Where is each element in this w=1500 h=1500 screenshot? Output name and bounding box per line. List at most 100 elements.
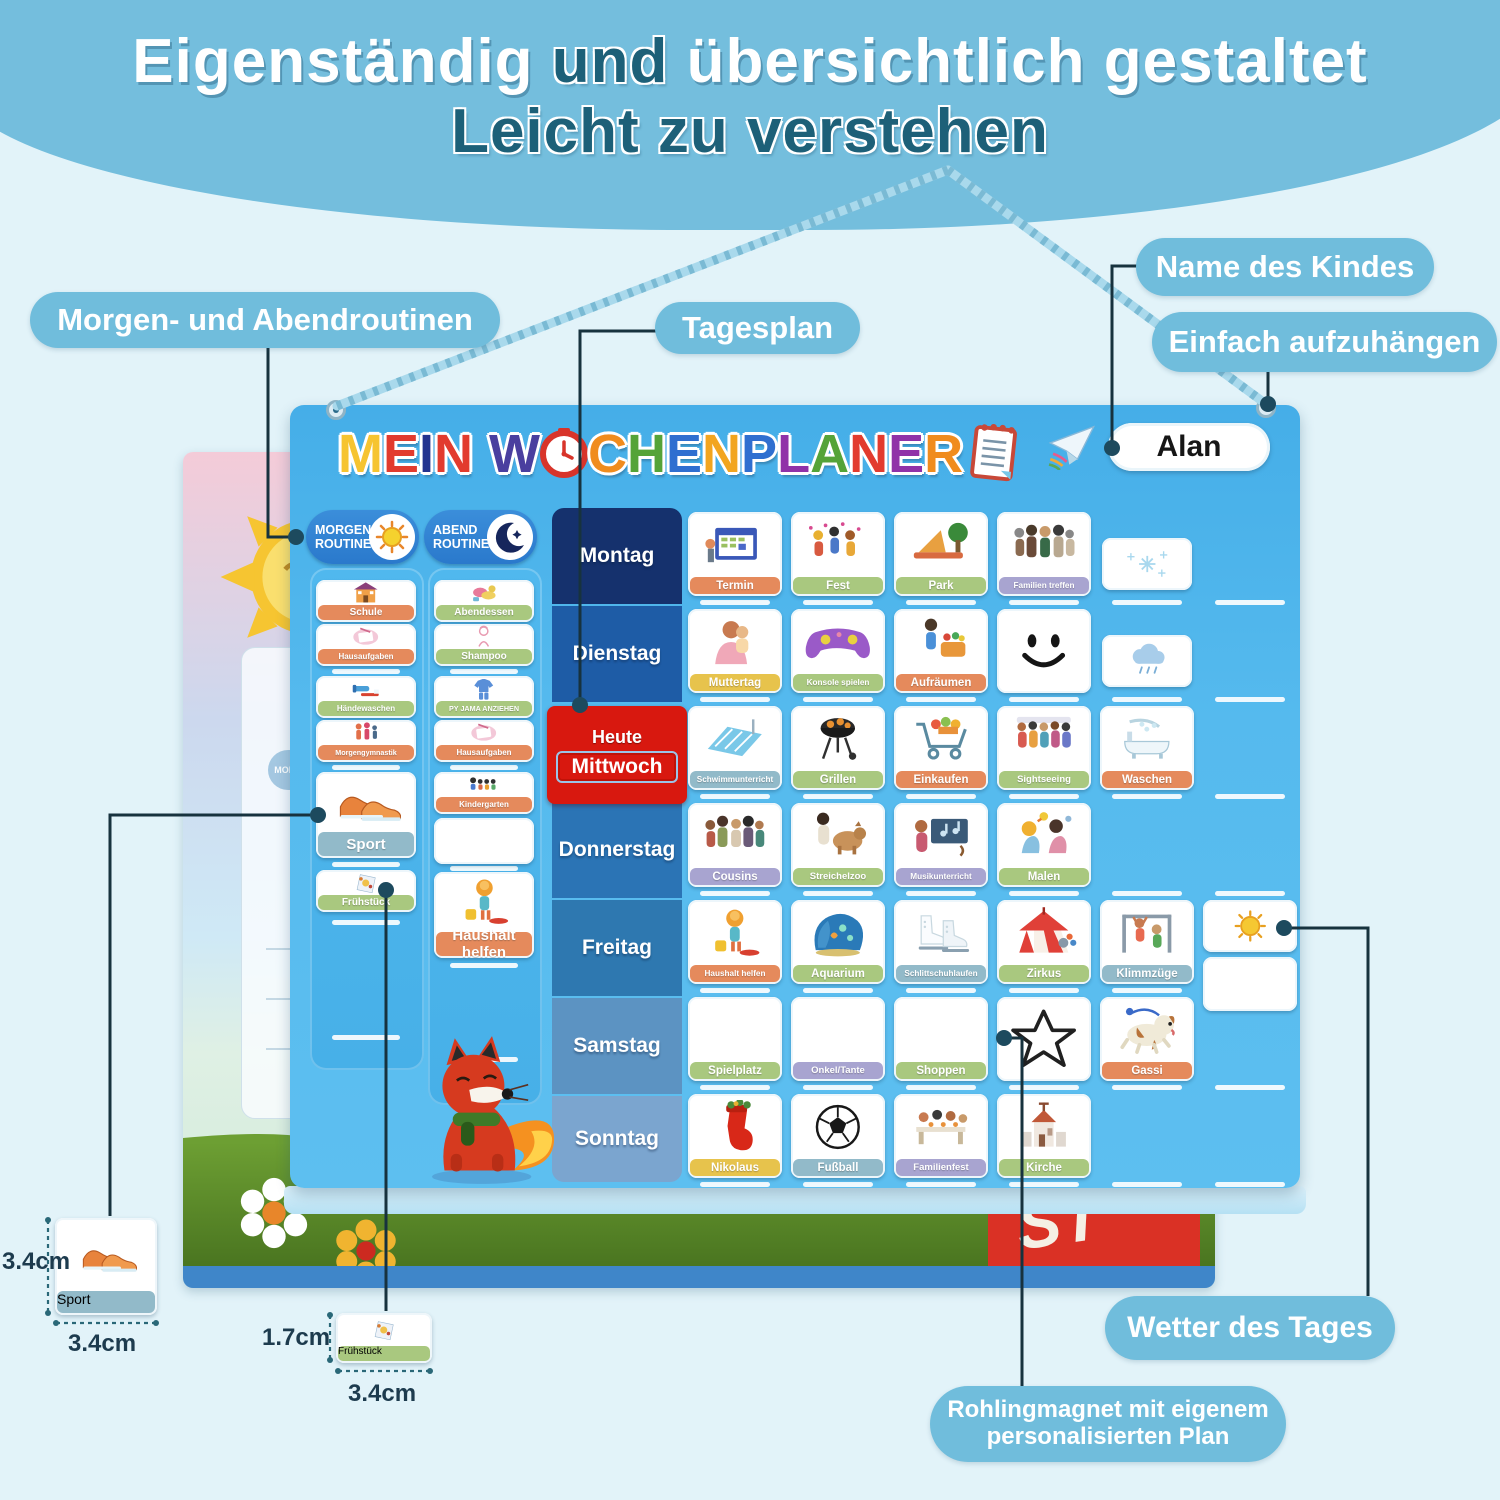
measure-height-breakfast: 1.7cm xyxy=(262,1324,331,1351)
empty-slot-marker xyxy=(1112,600,1182,605)
clock-icon xyxy=(540,426,588,483)
headline-line2: Leicht zu verstehen xyxy=(451,97,1049,166)
empty-slot-marker xyxy=(700,988,770,993)
card-illustration xyxy=(894,609,988,674)
card-label: Haushalt helfen xyxy=(436,927,532,958)
empty-slot-marker xyxy=(1215,794,1285,799)
activity-card: Familienfest xyxy=(894,1094,988,1178)
card-illustration xyxy=(997,706,1091,771)
card-label: Shoppen xyxy=(896,1062,986,1079)
card-label: Familienfest xyxy=(896,1159,986,1176)
card-illustration xyxy=(336,1313,432,1346)
empty-slot-marker xyxy=(906,794,976,799)
card-illustration xyxy=(434,772,534,797)
empty-slot-marker xyxy=(700,794,770,799)
card-illustration xyxy=(791,997,885,1062)
empty-slot-marker xyxy=(450,963,518,968)
card-label: Händewaschen xyxy=(318,701,414,716)
empty-slot-marker xyxy=(1009,600,1079,605)
card-illustration xyxy=(1100,900,1194,965)
day-label-freitag: Freitag xyxy=(552,900,682,996)
card-label: Einkaufen xyxy=(896,771,986,788)
empty-slot-marker xyxy=(803,988,873,993)
empty-slot-marker xyxy=(1112,1182,1182,1187)
sport-magnet-sample: Sport xyxy=(55,1218,157,1315)
callout-child-name: Name des Kindes xyxy=(1136,238,1434,296)
activity-card: Familien treffen xyxy=(997,512,1091,596)
activity-card: Fußball xyxy=(791,1094,885,1178)
card-illustration xyxy=(791,803,885,868)
activity-card: Aufräumen xyxy=(894,609,988,693)
card-label: Fußball xyxy=(793,1159,883,1176)
card-label: Kirche xyxy=(999,1159,1089,1176)
card-label: Aquarium xyxy=(793,965,883,982)
card-label: Nikolaus xyxy=(690,1159,780,1176)
today-day: Mittwoch xyxy=(555,751,679,783)
title-letter: W xyxy=(489,424,540,484)
empty-slot-marker xyxy=(1112,794,1182,799)
card-illustration xyxy=(791,512,885,577)
background-board-edge xyxy=(183,1266,1215,1288)
card-label: Termin xyxy=(690,577,780,594)
callout-routines: Morgen- und Abendroutinen xyxy=(30,292,500,348)
activity-card: Sightseeing xyxy=(997,706,1091,790)
routine-card: Frühstück xyxy=(316,870,416,912)
card-label: Kindergarten xyxy=(436,797,532,812)
title-letter: N xyxy=(849,424,889,484)
callout-dayplan: Tagesplan xyxy=(655,302,860,354)
title-letter: N xyxy=(434,424,474,484)
measure-height-sport: 3.4cm xyxy=(2,1248,71,1275)
card-illustration xyxy=(894,512,988,577)
empty-slot-marker xyxy=(700,1182,770,1187)
card-illustration xyxy=(434,580,534,605)
card-label: Klimmzüge xyxy=(1102,965,1192,982)
card-label: Hausaufgaben xyxy=(436,745,532,760)
empty-slot-marker xyxy=(906,697,976,702)
activity-card: Grillen xyxy=(791,706,885,790)
empty-slot-marker xyxy=(1112,1085,1182,1090)
card-illustration xyxy=(688,512,782,577)
routine-card: Morgengymnastik xyxy=(316,720,416,762)
headline-word-und: und xyxy=(551,27,669,96)
grommet-right xyxy=(1256,398,1276,418)
card-label: Aufräumen xyxy=(896,674,986,691)
card-label: Sport xyxy=(318,832,414,856)
title-letter: C xyxy=(588,424,627,484)
activity-card: Termin xyxy=(688,512,782,596)
card-illustration xyxy=(997,609,1091,693)
card-label: Schlittschuhlaufen xyxy=(896,965,986,982)
card-illustration xyxy=(894,900,988,965)
card-illustration xyxy=(688,609,782,674)
card-illustration xyxy=(316,676,416,701)
empty-slot-marker xyxy=(450,765,518,770)
title-letter: P xyxy=(741,424,778,484)
empty-slot-marker xyxy=(1009,1182,1079,1187)
card-label: Abendessen xyxy=(436,605,532,620)
activity-card: Shoppen xyxy=(894,997,988,1081)
blank-magnet-card xyxy=(997,609,1091,693)
empty-slot-marker xyxy=(1009,891,1079,896)
card-illustration xyxy=(791,1094,885,1159)
headline-line1: Eigenständig und übersichtlich gestaltet xyxy=(0,26,1500,97)
weather-empty-card xyxy=(1203,957,1297,1011)
measure-width-sport: 3.4cm xyxy=(68,1330,137,1357)
card-illustration xyxy=(434,872,534,932)
activity-card: Musikunterricht xyxy=(894,803,988,887)
empty-slot-marker xyxy=(1215,600,1285,605)
activity-card: Klimmzüge xyxy=(1100,900,1194,984)
title-letter: H xyxy=(627,424,666,484)
routine-card: Hausaufgaben xyxy=(316,624,416,666)
activity-card: Streichelzoo xyxy=(791,803,885,887)
empty-slot-marker xyxy=(332,1035,400,1040)
grommet-left xyxy=(326,400,346,420)
card-label: Zirkus xyxy=(999,965,1089,982)
empty-slot-marker xyxy=(906,600,976,605)
card-illustration xyxy=(316,720,416,745)
empty-slot-marker xyxy=(803,891,873,896)
empty-slot-marker xyxy=(1112,697,1182,702)
card-illustration xyxy=(316,580,416,605)
